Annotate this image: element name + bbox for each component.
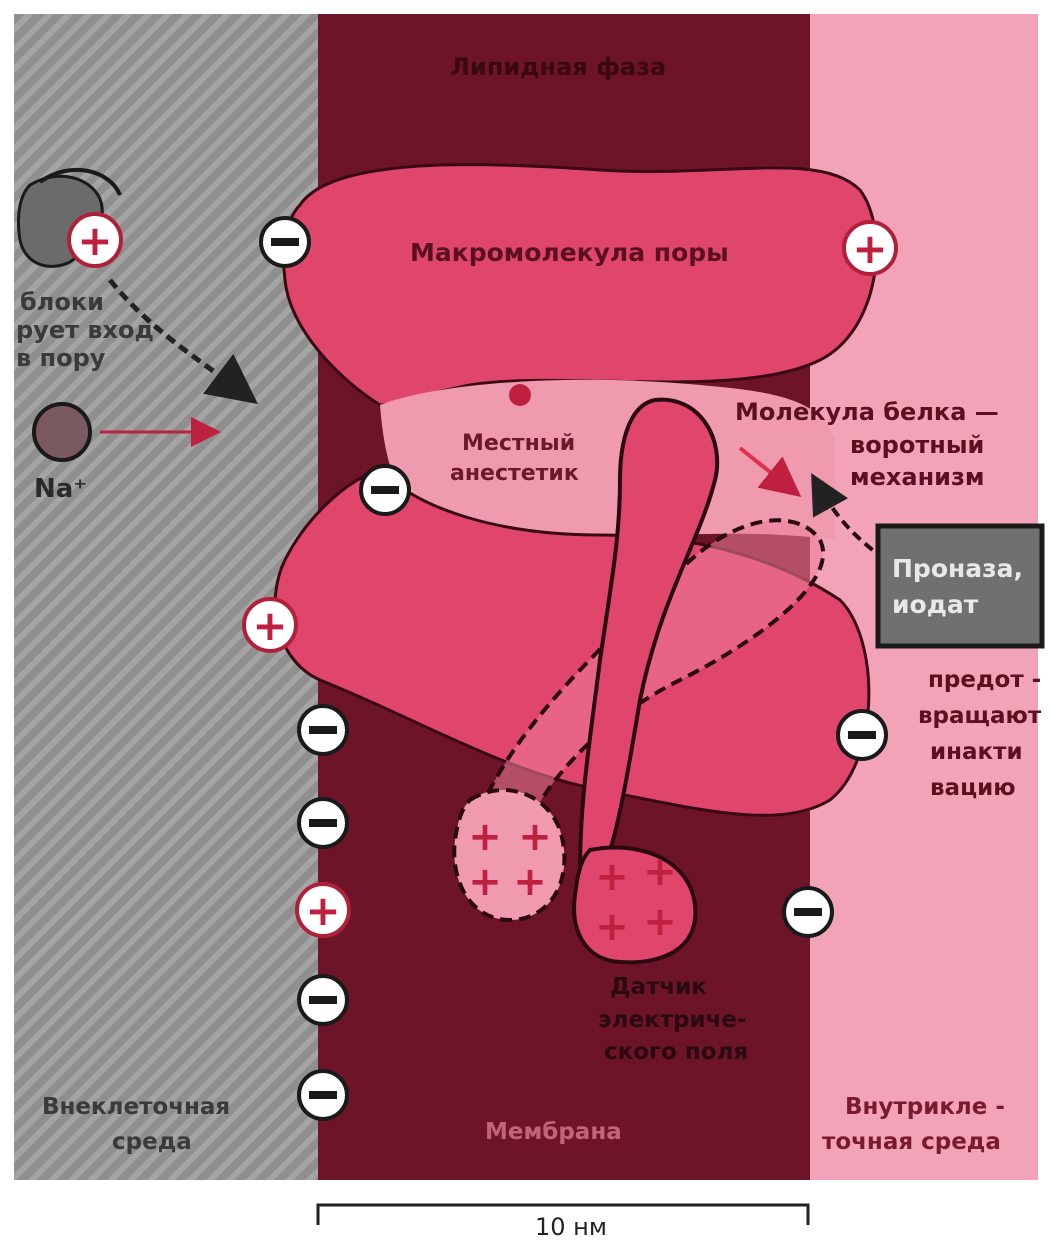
plus-charge: + <box>595 854 629 900</box>
positive-charge: + <box>297 884 349 936</box>
pronase-label-line1: Проназа, <box>892 556 1023 582</box>
intracellular-label-line2: точная среда <box>822 1130 1001 1154</box>
lipid-phase-label: Липидная фаза <box>450 55 666 80</box>
blocks-label-line3: в пору <box>16 346 105 371</box>
svg-text:+: + <box>305 886 340 935</box>
plus-charge: + <box>595 904 629 950</box>
plus-charge: + <box>518 814 552 860</box>
scale-label: 10 нм <box>535 1215 607 1240</box>
sensor-label-line1: Датчик <box>610 975 707 999</box>
membrane-label: Мембрана <box>485 1120 622 1144</box>
svg-text:+: + <box>252 601 287 650</box>
plus-charge: + <box>643 899 677 945</box>
prevent-label-line2: вращают <box>918 704 1041 728</box>
prevent-label-line3: инакти <box>930 740 1023 764</box>
pronase-box <box>878 526 1042 646</box>
plus-charge: + <box>643 849 677 895</box>
negative-charge <box>299 976 347 1024</box>
blocks-label-line1: блоки <box>20 290 104 315</box>
plus-charge: + <box>513 859 547 905</box>
negative-charge <box>299 1071 347 1119</box>
extracellular-label-line1: Внеклеточная <box>42 1095 230 1119</box>
sensor-label-line3: ского поля <box>604 1040 748 1064</box>
plus-charge: + <box>468 859 502 905</box>
prevent-label-line1: предот - <box>928 668 1041 692</box>
negative-charge <box>361 466 409 514</box>
extracellular-label-line2: среда <box>112 1130 192 1154</box>
negative-charge <box>299 706 347 754</box>
negative-charge <box>784 888 832 936</box>
pore-macromolecule-label: Макромолекула поры <box>410 240 729 266</box>
plus-charge: + <box>468 814 502 860</box>
local-anesthetic-dot <box>509 384 531 406</box>
positive-charge: + <box>844 222 896 274</box>
gate-protein-label-line1: Молекула белка — <box>735 400 999 425</box>
positive-charge: + <box>244 599 296 651</box>
pore-macromolecule-upper <box>284 165 877 405</box>
negative-charge <box>838 711 886 759</box>
intracellular-label-line1: Внутрикле - <box>845 1095 1005 1119</box>
local-anesthetic-label-line2: анестетик <box>450 462 579 485</box>
sodium-label: Na⁺ <box>34 476 87 503</box>
blocks-label-line2: рует вход <box>16 318 154 343</box>
pronase-label-line2: иодат <box>892 592 978 618</box>
negative-charge <box>261 218 309 266</box>
svg-text:+: + <box>852 224 887 273</box>
gate-protein-label-line2: воротный <box>850 433 984 458</box>
prevent-label-line4: вацию <box>930 776 1016 800</box>
sensor-label-line2: электриче- <box>598 1008 747 1032</box>
negative-charge <box>299 799 347 847</box>
local-anesthetic-label-line1: Местный <box>462 432 575 455</box>
svg-text:+: + <box>77 216 112 265</box>
positive-charge: + <box>69 214 121 266</box>
gate-protein-label-line3: механизм <box>850 465 985 490</box>
sodium-ion <box>34 404 90 460</box>
